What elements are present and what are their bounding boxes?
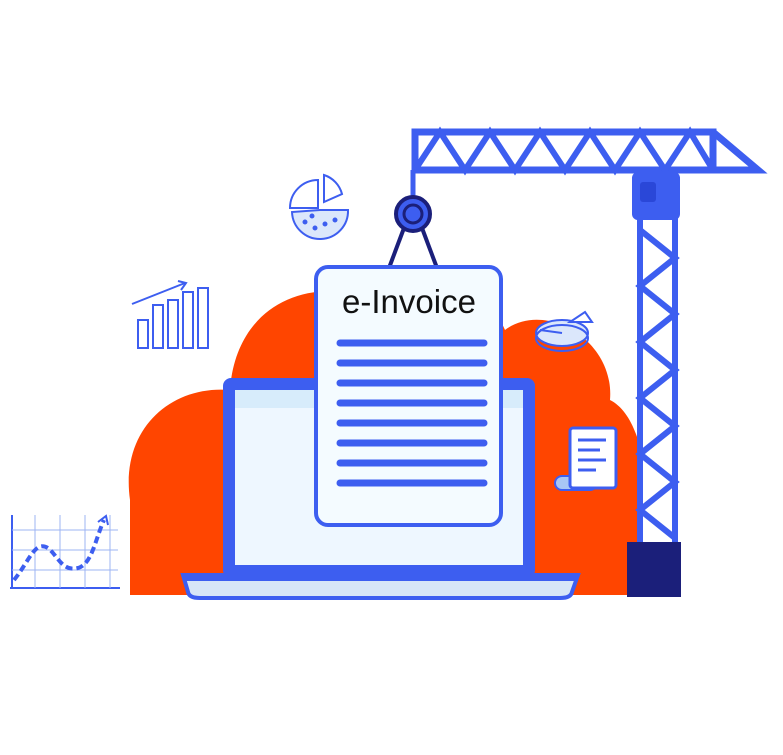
invoice-text-lines	[336, 339, 488, 487]
line-chart-icon	[10, 514, 120, 589]
pie-chart-icon	[535, 310, 594, 352]
crane-icon	[387, 126, 768, 597]
bar-chart-icon	[131, 280, 209, 349]
invoice-document-icon: e-Invoice	[314, 265, 503, 527]
invoice-title: e-Invoice	[342, 283, 476, 320]
pie-chart-icon	[288, 173, 350, 240]
receipt-icon	[554, 426, 618, 491]
